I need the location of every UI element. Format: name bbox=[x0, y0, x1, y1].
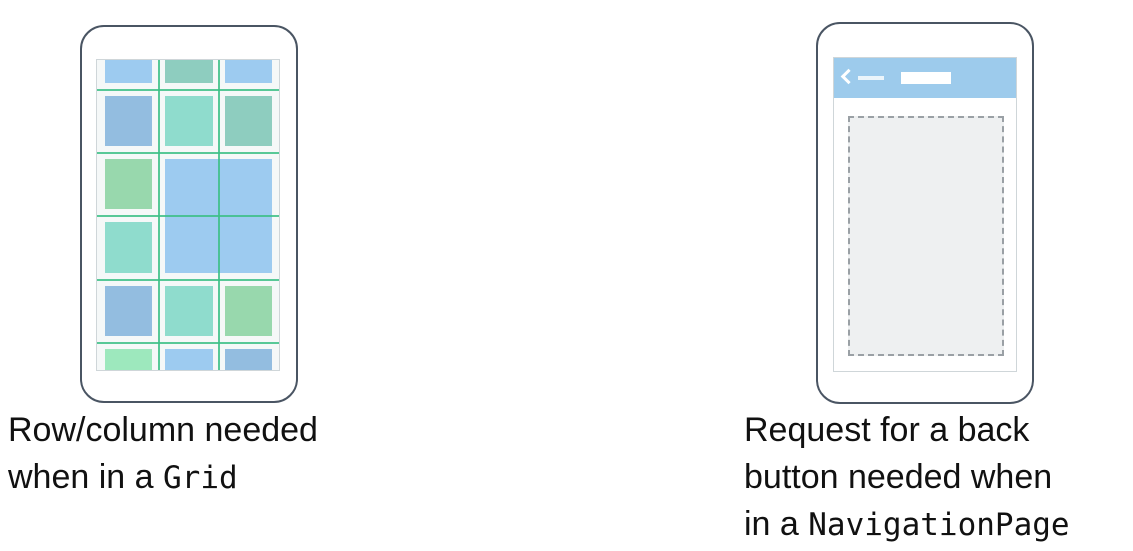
grid-line-horizontal bbox=[97, 279, 279, 281]
back-label-placeholder bbox=[858, 76, 884, 80]
grid-cell bbox=[105, 222, 152, 273]
grid-screen bbox=[96, 59, 280, 371]
grid-caption-line: Row/column needed bbox=[8, 411, 318, 449]
grid-cell bbox=[225, 286, 272, 336]
grid-code-term: Grid bbox=[163, 460, 238, 496]
navigation-caption: Request for a back button needed when in… bbox=[744, 407, 1070, 549]
grid-caption: Row/column needed when in a Grid bbox=[8, 407, 318, 502]
page-title-placeholder bbox=[901, 72, 951, 84]
grid-cell bbox=[105, 286, 152, 336]
navigation-caption-line: Request for a back bbox=[744, 411, 1030, 449]
grid-caption-prefix: when in a bbox=[8, 458, 163, 496]
grid-cell bbox=[105, 349, 152, 370]
back-chevron-icon bbox=[840, 68, 857, 85]
navigation-caption-line: in a NavigationPage bbox=[744, 501, 1070, 549]
grid-line-horizontal bbox=[97, 342, 279, 344]
grid-cell bbox=[165, 349, 213, 370]
navigation-bar bbox=[834, 58, 1016, 98]
grid-cell bbox=[225, 96, 272, 146]
grid-cell bbox=[165, 96, 213, 146]
grid-cell bbox=[105, 96, 152, 146]
navigation-caption-line: button needed when bbox=[744, 458, 1053, 496]
grid-cell bbox=[225, 60, 272, 83]
grid-line-horizontal bbox=[97, 215, 279, 217]
grid-cell bbox=[105, 159, 152, 209]
grid-caption-line: when in a Grid bbox=[8, 454, 318, 502]
grid-cell bbox=[105, 60, 152, 83]
grid-cell bbox=[165, 60, 213, 83]
grid-line-horizontal bbox=[97, 89, 279, 91]
navigation-caption-prefix: in a bbox=[744, 505, 809, 543]
navigation-screen bbox=[833, 57, 1017, 372]
grid-cell bbox=[165, 286, 213, 336]
page-content-placeholder bbox=[848, 116, 1004, 356]
grid-line-horizontal bbox=[97, 152, 279, 154]
grid-cell bbox=[225, 349, 272, 370]
navigation-code-term: NavigationPage bbox=[808, 507, 1070, 543]
